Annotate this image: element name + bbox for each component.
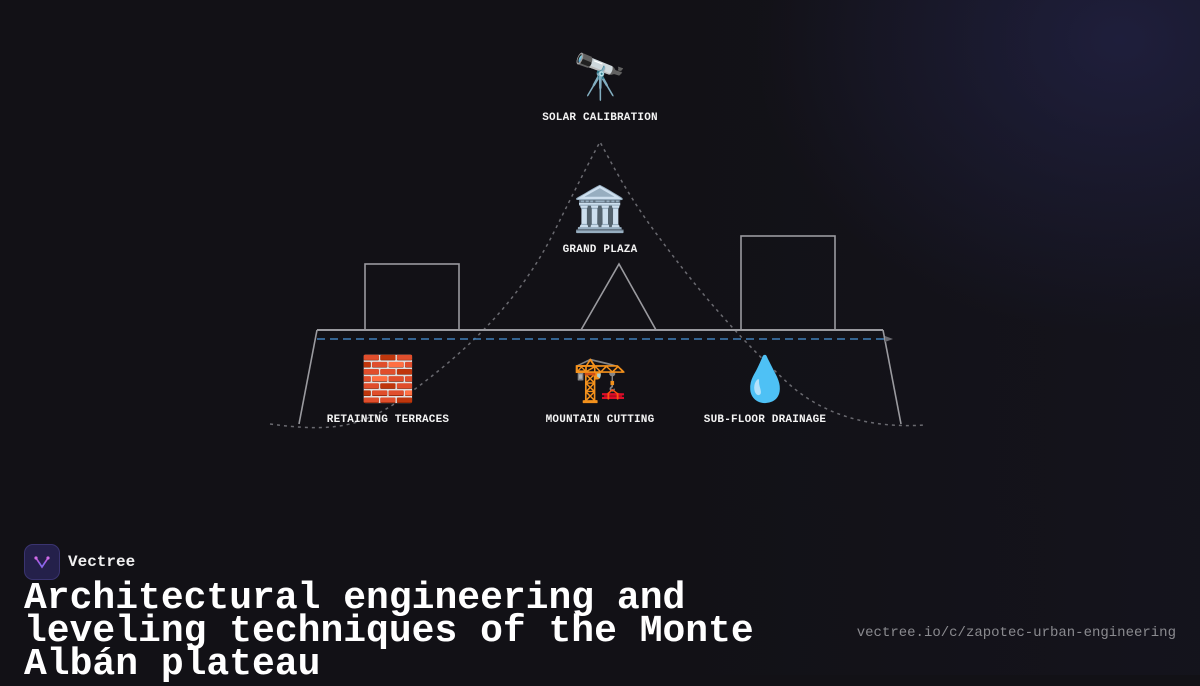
brand-name: Vectree <box>68 553 136 571</box>
drainage-arrowhead <box>885 336 893 342</box>
mountain-cutting-label: MOUNTAIN CUTTING <box>545 414 655 426</box>
vectree-logo-icon <box>24 544 60 580</box>
page-title: Architectural engineering and leveling t… <box>24 577 754 686</box>
telescope-icon: 🔭 <box>572 52 628 103</box>
sub-floor-drainage-label: SUB-FLOOR DRAINAGE <box>703 414 827 426</box>
solar-calibration-label: SOLAR CALIBRATION <box>542 112 658 124</box>
brick-icon: 🧱 <box>360 354 416 405</box>
right-building <box>740 235 836 331</box>
construction-crane-icon: 🏗️ <box>572 354 628 405</box>
mountain-profile-curve <box>269 140 926 429</box>
brand[interactable]: Vectree <box>24 544 135 580</box>
source-url[interactable]: vectree.io/c/zapotec-urban-engineering <box>856 625 1176 641</box>
plateau-right-wall <box>882 329 902 425</box>
retaining-terraces-label: RETAINING TERRACES <box>326 414 450 426</box>
central-pyramid <box>579 262 658 331</box>
classical-building-icon: 🏛️ <box>572 184 628 235</box>
left-building <box>364 263 460 331</box>
plateau-left-wall <box>298 329 318 425</box>
droplet-icon: 💧 <box>737 354 793 405</box>
grand-plaza-label: GRAND PLAZA <box>562 244 638 256</box>
